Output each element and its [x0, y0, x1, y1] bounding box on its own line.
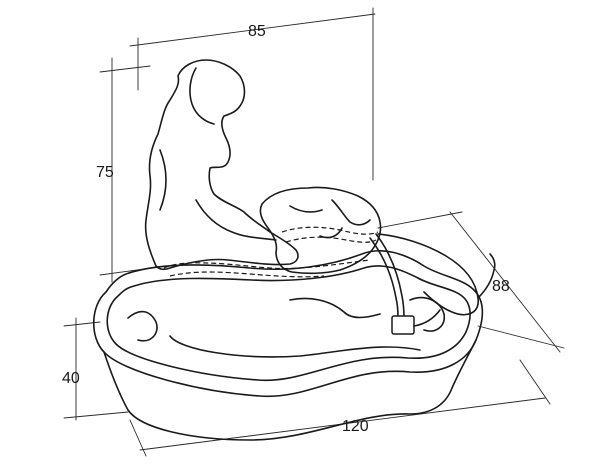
height-total-extension-top	[99, 65, 151, 73]
length-extension-left	[129, 419, 147, 457]
width-dimension-line	[129, 13, 376, 47]
dimension-lines	[63, 7, 565, 457]
pump-tube	[375, 233, 405, 319]
basin-inner-rim	[106, 265, 471, 382]
pipe-under-figure	[163, 259, 371, 270]
pump-assembly	[369, 233, 496, 335]
pipe-through-rock	[281, 226, 379, 235]
basin-height-dimension-label: 40	[62, 370, 80, 387]
depth-extension-top	[377, 211, 463, 229]
total-height-dimension-label: 75	[96, 164, 114, 181]
pipe-under-figure-2	[169, 271, 325, 278]
depth-dimension-label: 88	[492, 278, 510, 295]
pump-tube-inner	[369, 237, 399, 319]
basin-floor-step	[169, 335, 421, 358]
pump-cable-to-box	[413, 309, 441, 327]
figure-outline	[144, 59, 299, 271]
basin-rear-ledge	[289, 297, 381, 319]
height-basin-extension-bottom	[63, 411, 129, 419]
basin	[93, 250, 484, 441]
figure-back-contour	[159, 149, 167, 211]
rock-outline	[259, 186, 382, 275]
length-extension-right	[519, 359, 551, 405]
power-cable	[377, 233, 496, 316]
length-dimension-label: 120	[342, 418, 369, 435]
pump-box	[391, 315, 415, 335]
basin-right-contour	[409, 296, 446, 332]
seated-figure	[144, 59, 299, 271]
height-basin-extension-top	[63, 321, 101, 327]
figure-hair-line	[189, 67, 215, 125]
basin-inner-ledge	[127, 310, 158, 342]
pipe-through-rock-2	[285, 236, 377, 243]
rock-crease-2	[331, 199, 371, 226]
basin-outer-wall	[103, 339, 477, 441]
figure-arm	[195, 199, 277, 241]
rock-cluster	[259, 186, 382, 275]
rock-crease-1	[289, 205, 323, 213]
depth-dimension-line	[449, 211, 561, 353]
hidden-pipework	[163, 226, 379, 278]
depth-extension-bottom	[477, 325, 565, 349]
width-dimension-label: 85	[248, 23, 266, 40]
